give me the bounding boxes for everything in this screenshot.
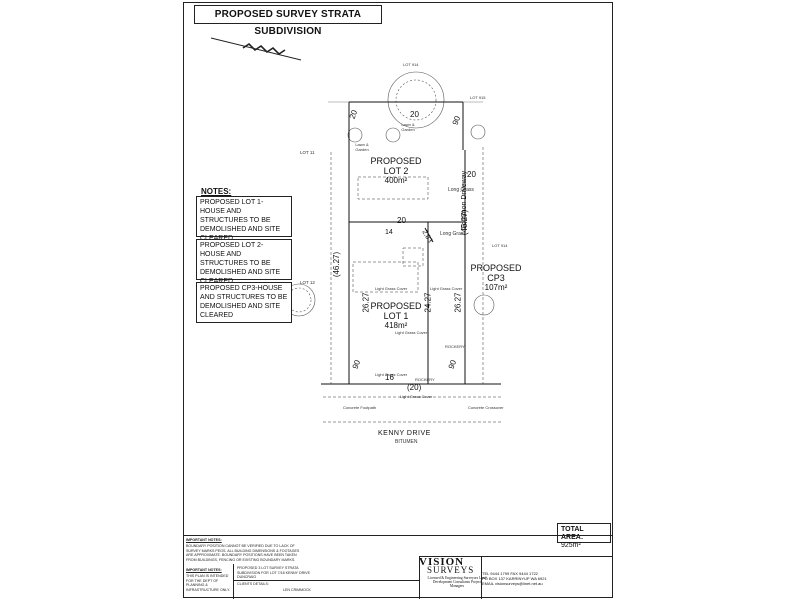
lot-914-right-label: LOT 914 (492, 243, 508, 248)
important-notes-heading-2: IMPORTANT NOTES: (186, 568, 222, 572)
dim-lot1-far-right: 26.27 (453, 292, 463, 313)
light-grass-4-label: Light Grass Cover (375, 372, 408, 377)
dim-bottom-16: 16 (385, 373, 394, 382)
dim-top-mid: 20 (410, 110, 419, 119)
north-arrow-icon (210, 37, 302, 61)
cp3-label: PROPOSED (470, 263, 522, 273)
logo-subtitle: Licensed & Engineering Surveyors Land De… (427, 576, 487, 589)
important-notes-heading-1: IMPORTANT NOTES: (186, 538, 222, 542)
note-cp3: PROPOSED CP3-HOUSE AND STRUCTURES TO BE … (196, 282, 292, 323)
street-surface: BITUMEN (395, 439, 418, 445)
important-notes-text-1: BOUNDARY POSITION CANNOT BE VERIFIED DUE… (186, 544, 300, 562)
dim-top-left: 20 (347, 108, 360, 121)
lot2-building-outline (357, 176, 429, 200)
crossover-label: Concrete Crossover (468, 405, 504, 410)
dim-left-long: (46.27) (332, 251, 342, 278)
client-details-label: CLIENTS DETAILS: (237, 582, 269, 586)
lot1-label: PROPOSED (370, 301, 422, 311)
lawn-garden-2-label: Lawn & Garden (355, 142, 369, 152)
boundary-truncation (424, 227, 434, 243)
total-area-value: 925m² (561, 542, 581, 549)
contact-phone: TEL 9444 1799 FAX 9444 1722 (482, 571, 538, 576)
contact-po-box: PO BOX 137 KARRINYUP WA 6921 (482, 576, 547, 581)
vision-surveys-logo: VISION SURVEYS Licensed & Engineering Su… (419, 556, 486, 596)
client-name: LEN CRIMMOCK (283, 588, 311, 592)
contact-details: TEL 9444 1799 FAX 9444 1722 PO BOX 137 K… (482, 571, 547, 586)
lot1-name: LOT 1 (383, 311, 409, 321)
lot2-name: LOT 2 (383, 166, 409, 176)
cp3-area: 107m² (484, 283, 508, 292)
lot2-area: 400m² (384, 176, 408, 185)
logo-vision-text: VISION (419, 556, 465, 568)
contact-email: EMAIL visionsurveys@iinet.net.au (482, 581, 543, 586)
lot1-shed-outline (402, 247, 424, 267)
common-driveway-label: Common Driveway (461, 170, 468, 230)
important-notes-text-2: THIS PLAN IS INTENDED FOR THE DEPT OF PL… (186, 574, 230, 592)
dim-top-right: 90 (450, 114, 463, 127)
light-grass-5-label: Light Grass Cover (400, 394, 433, 399)
drawing-sheet-border (183, 2, 613, 598)
dim-right-upper: 20 (467, 170, 476, 179)
lot1-area: 418m² (384, 321, 408, 330)
lot-12-label: LOT 12 (300, 280, 315, 285)
lot1-building-outline (352, 261, 419, 293)
long-grass-1-label: Long Grass (448, 187, 474, 193)
dim-bottom-right-90: 90 (446, 358, 459, 371)
lawn-garden-1-label: Lawn & Garden (401, 122, 415, 132)
light-grass-2-label: Light Grass Cover (430, 286, 463, 291)
cp3-name: CP3 (487, 273, 505, 283)
rockery-2-label: ROCKERY (415, 377, 435, 382)
logo-surveys-text: SURVEYS (427, 565, 475, 575)
dim-bottom-left-90: 90 (350, 358, 363, 371)
site-plan (210, 37, 503, 423)
notes-heading: NOTES: (201, 187, 232, 196)
plan-description: PROPOSED 3 LOT SURVEY STRATA SUBDIVISION… (237, 566, 310, 580)
total-area-box: TOTAL AREA: 925m² (557, 523, 611, 549)
dim-14: 14 (385, 229, 393, 236)
total-area-label: TOTAL AREA: (561, 526, 584, 541)
lot-915-label: LOT 915 (470, 95, 486, 100)
lot-11-label: LOT 11 (300, 150, 315, 155)
note-lot1: PROPOSED LOT 1-HOUSE AND STRUCTURES TO B… (196, 196, 292, 242)
light-grass-1-label: Light Grass Cover (375, 286, 408, 291)
long-grass-2-label: Long Grass (440, 231, 466, 237)
lot2-label: PROPOSED (370, 156, 422, 166)
light-grass-3-label: Light Grass Cover (395, 330, 428, 335)
footpath-label: Concrete Footpath (343, 405, 377, 410)
street-name: KENNY DRIVE (378, 430, 431, 437)
note-lot2: PROPOSED LOT 2-HOUSE AND STRUCTURES TO B… (196, 239, 292, 285)
dim-bottom-road: (20) (407, 383, 422, 392)
drawing-title: PROPOSED SURVEY STRATA SUBDIVISION (194, 5, 382, 37)
title-block: IMPORTANT NOTES: BOUNDARY POSITION CANNO… (183, 535, 613, 599)
lot-914-top-label: LOT 914 (403, 62, 419, 67)
dim-lot1-right: 24.27 (423, 292, 433, 313)
rockery-1-label: ROCKERY (445, 344, 465, 349)
dim-mid-horizontal: 20 (397, 216, 406, 225)
